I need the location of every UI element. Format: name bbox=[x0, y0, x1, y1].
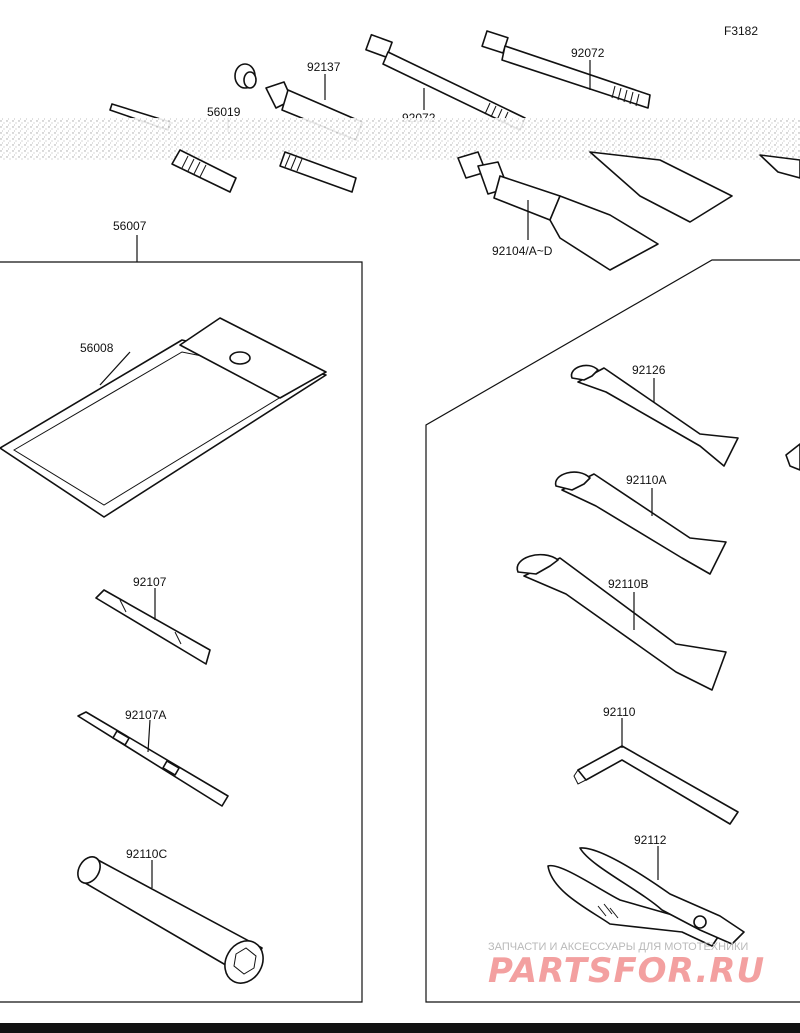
cable-tie-92072-upper bbox=[481, 30, 651, 109]
screwdriver-92107A bbox=[77, 711, 229, 807]
label-92112: 92112 bbox=[634, 833, 667, 847]
label-92126: 92126 bbox=[632, 363, 666, 377]
grease-tube-92137 bbox=[234, 63, 363, 141]
figure-code: F3182 bbox=[724, 24, 758, 38]
tool-kit-box-56007 bbox=[0, 261, 363, 1003]
edge-part-fragment bbox=[785, 443, 800, 471]
label-92110B: 92110B bbox=[608, 577, 648, 591]
screwdriver-92107 bbox=[95, 589, 211, 665]
leader-92107A bbox=[147, 719, 151, 753]
label-92110: 92110 bbox=[603, 705, 636, 719]
wrench-set-box bbox=[425, 259, 800, 1003]
label-56019: 56019 bbox=[207, 105, 241, 119]
wrench-92110B bbox=[516, 553, 727, 691]
tool-bag-56008 bbox=[0, 317, 327, 518]
leader-56008 bbox=[99, 351, 131, 386]
label-92137: 92137 bbox=[307, 60, 341, 74]
label-92110A: 92110A bbox=[626, 473, 666, 487]
label-92107: 92107 bbox=[133, 575, 167, 589]
label-56007: 56007 bbox=[113, 219, 147, 233]
scan-noise-band bbox=[0, 118, 800, 160]
label-56008: 56008 bbox=[80, 341, 114, 355]
grease-tube-92104 bbox=[457, 151, 659, 271]
wrench-92110A bbox=[555, 471, 727, 575]
pliers-92112 bbox=[547, 847, 745, 947]
label-92110C: 92110C bbox=[126, 847, 167, 861]
box-wrench-92110C bbox=[77, 856, 264, 984]
wrench-92126 bbox=[570, 364, 739, 467]
tube-remnants bbox=[171, 149, 800, 223]
bottom-bar bbox=[0, 1023, 800, 1033]
label-92107A: 92107A bbox=[125, 708, 166, 722]
hex-key-92110 bbox=[573, 745, 739, 825]
watermark-caption: ЗАПЧАСТИ И АКСЕССУАРЫ ДЛЯ МОТОТЕХНИКИ bbox=[488, 941, 748, 953]
label-92104: 92104/A~D bbox=[492, 244, 553, 258]
watermark-brand: PARTSFOR.RU bbox=[488, 951, 765, 991]
label-92072-upper: 92072 bbox=[571, 46, 605, 60]
